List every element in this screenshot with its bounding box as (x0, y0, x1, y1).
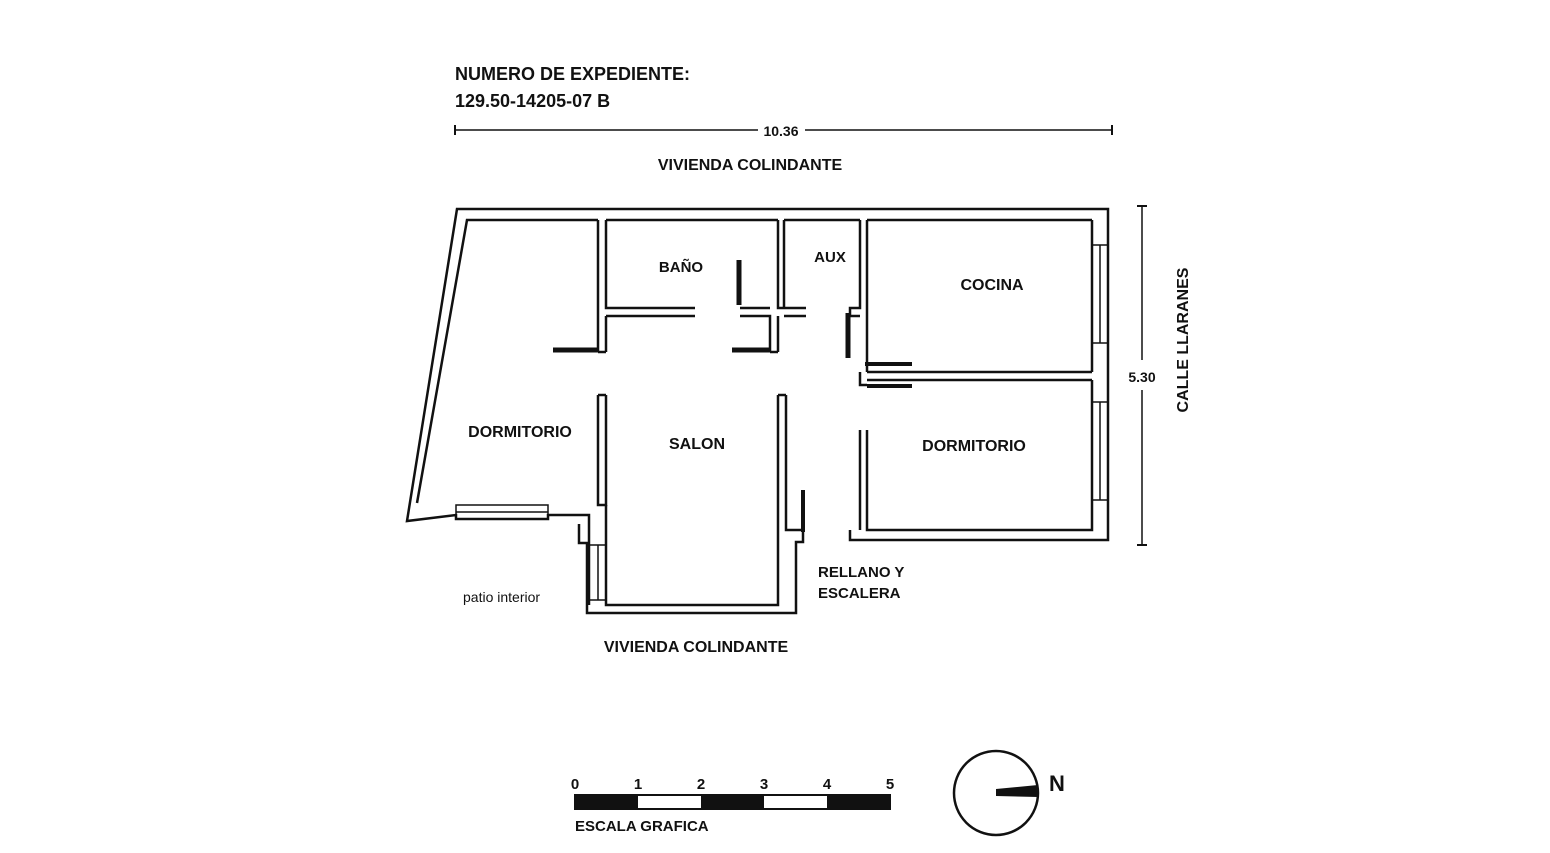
landing-label-line2: ESCALERA (818, 585, 901, 602)
scale-tick-0: 0 (571, 776, 579, 793)
width-dimension: 10.36 (454, 123, 1113, 139)
width-dimension-value: 10.36 (763, 123, 798, 139)
scale-label: ESCALA GRAFICA (575, 818, 709, 835)
windows (455, 244, 1109, 601)
room-dormitorio-right: DORMITORIO (922, 438, 1026, 455)
room-bano: BAÑO (659, 258, 703, 276)
scale-tick-2: 2 (697, 776, 705, 793)
scale-tick-4: 4 (823, 776, 832, 793)
room-dormitorio-left: DORMITORIO (468, 424, 572, 441)
door-swings (553, 260, 912, 532)
neighbor-top-label: VIVIENDA COLINDANTE (658, 157, 843, 174)
patio-label: patio interior (463, 589, 540, 605)
street-label: CALLE LLARANES (1175, 267, 1192, 412)
file-number-value: 129.50-14205-07 B (455, 91, 610, 111)
file-number-title: NUMERO DE EXPEDIENTE: (455, 64, 690, 84)
inner-walls (596, 220, 1094, 607)
neighbor-bottom-label: VIVIENDA COLINDANTE (604, 639, 789, 656)
graphic-scale: 0 1 2 3 4 5 ESCALA GRAFICA (571, 776, 894, 835)
room-aux: AUX (814, 249, 846, 266)
scale-tick-1: 1 (634, 776, 642, 793)
north-label: N (1049, 771, 1065, 796)
height-dimension-value: 5.30 (1128, 369, 1155, 385)
room-cocina: COCINA (960, 277, 1024, 294)
height-dimension: 5.30 (1128, 205, 1156, 546)
scale-tick-5: 5 (886, 776, 894, 793)
scale-tick-3: 3 (760, 776, 768, 793)
north-arrow-icon: N (952, 749, 1065, 837)
room-salon: SALON (669, 436, 725, 453)
landing-label-line1: RELLANO Y (818, 564, 904, 581)
outer-walls (405, 207, 1110, 615)
